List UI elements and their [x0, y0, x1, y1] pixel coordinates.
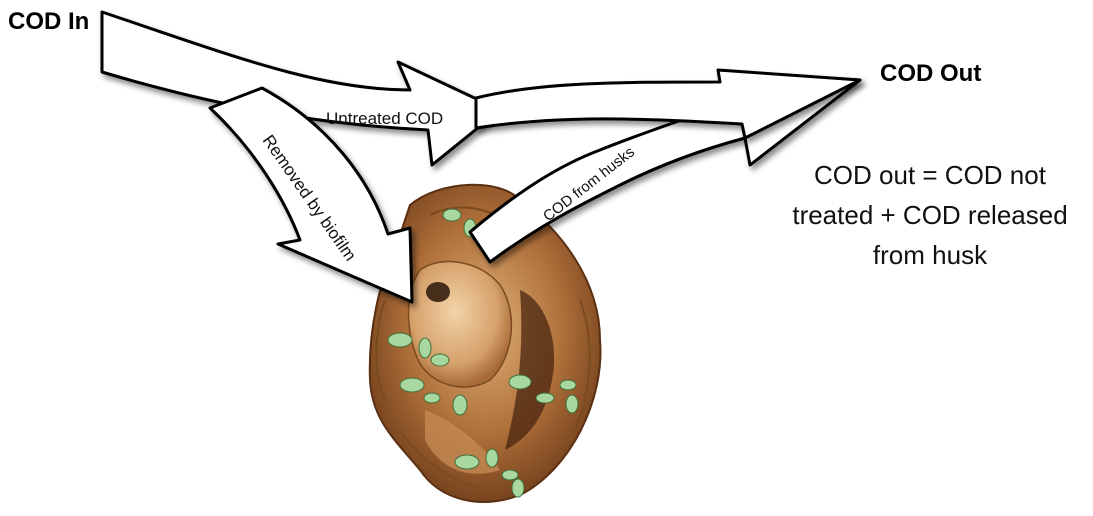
cod-out-title: COD Out [880, 60, 981, 88]
equation-line-2: treated + COD released [770, 195, 1090, 235]
cod-in-title: COD In [8, 8, 89, 36]
cod-equation: COD out = COD not treated + COD released… [770, 155, 1090, 275]
untreated-cod-label: Untreated COD [326, 109, 443, 128]
equation-line-1: COD out = COD not [770, 155, 1090, 195]
equation-line-3: from husk [770, 235, 1090, 275]
